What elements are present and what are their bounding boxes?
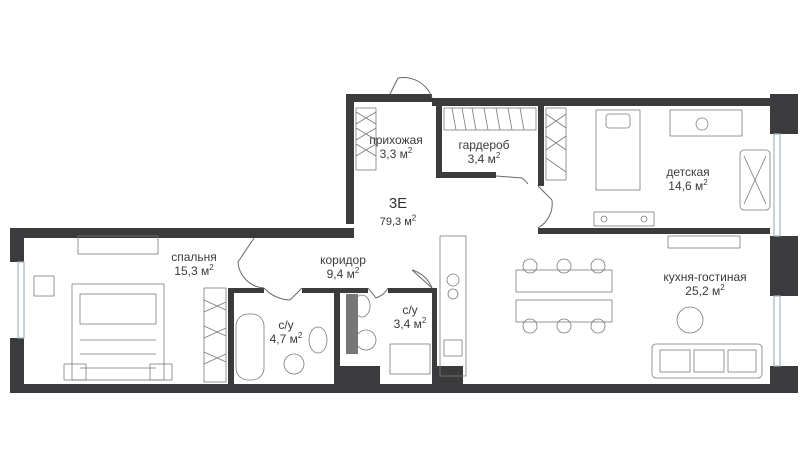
apartment-total-area: 79,3 м2 <box>379 213 417 228</box>
apartment-badge: 3E 79,3 м2 <box>372 195 424 229</box>
furniture <box>33 109 771 381</box>
room-label-entry: прихожая 3,3 м2 <box>369 133 423 161</box>
storage-units <box>203 107 567 383</box>
room-label-living: кухня-гостиная 25,2 м2 <box>663 270 747 298</box>
room-label-bedroom: спальня 15,3 м2 <box>171 250 217 278</box>
walls <box>10 94 798 393</box>
windows <box>17 133 781 367</box>
room-label-bath-1: с/у 4,7 м2 <box>269 318 303 346</box>
room-label-wardrobe: гардероб 3,4 м2 <box>458 138 510 166</box>
room-label-kids: детская 14,6 м2 <box>666 165 710 193</box>
room-label-bath-2: с/у 3,4 м2 <box>393 303 427 331</box>
room-label-corridor: коридор 9,4 м2 <box>320 253 366 281</box>
doors <box>237 77 553 301</box>
apartment-code: 3E <box>388 195 408 212</box>
